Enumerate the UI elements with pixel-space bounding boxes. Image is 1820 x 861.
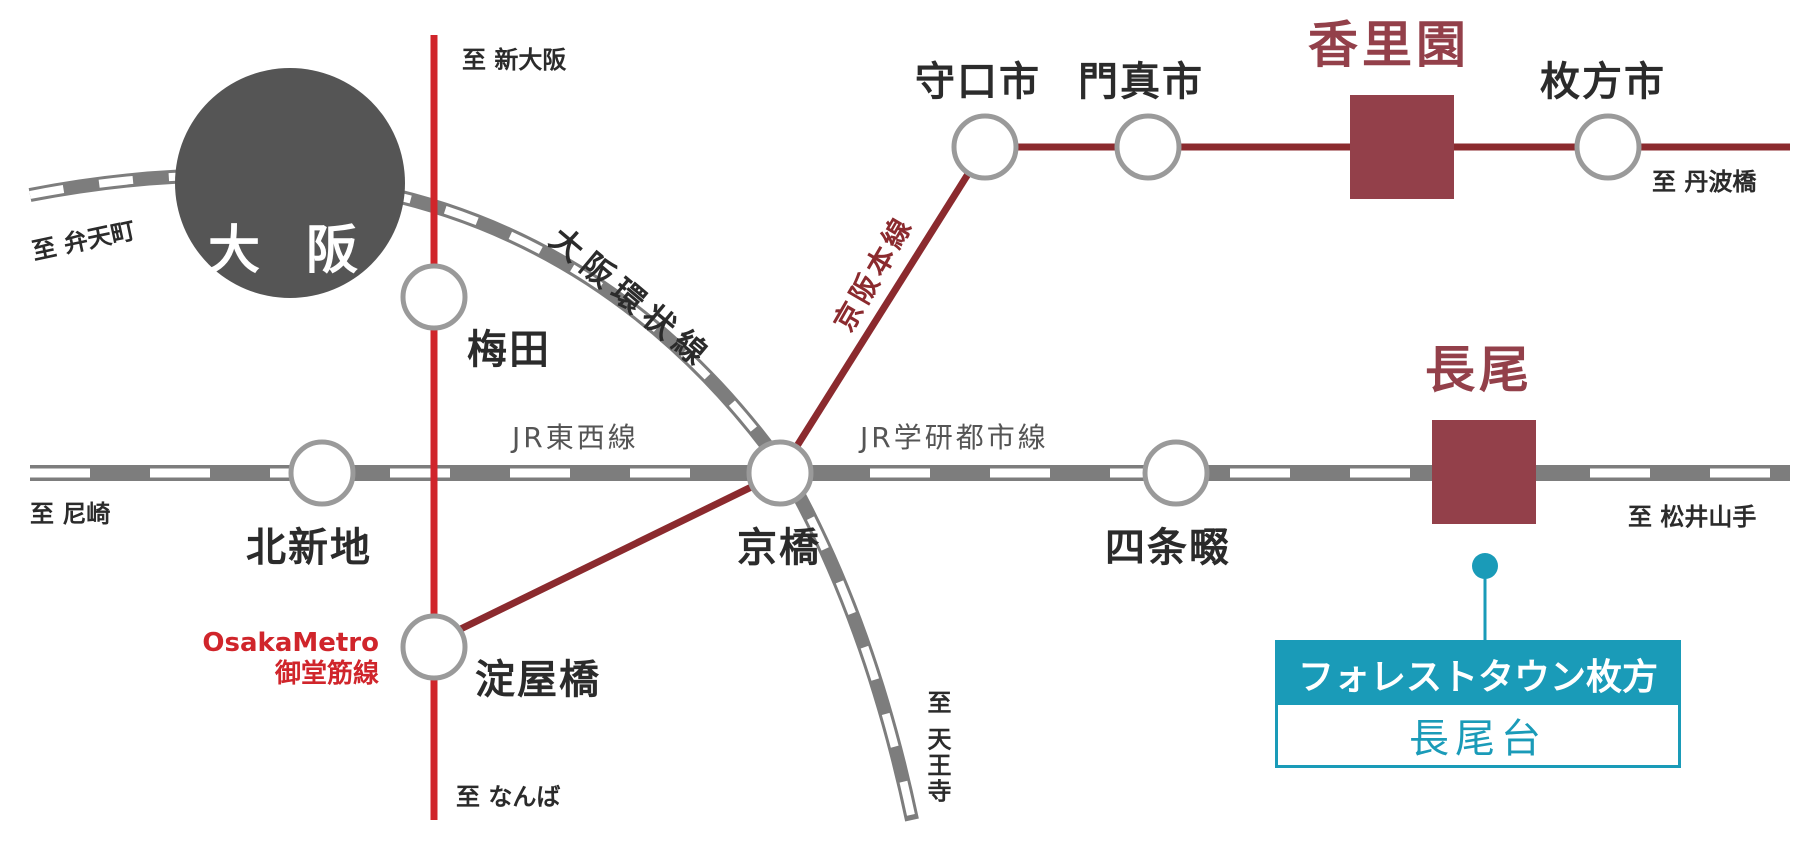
direction-amagasaki: 至 尼崎 xyxy=(30,500,111,528)
station-nagao-label: 長尾 xyxy=(1425,340,1533,399)
station-umeda-marker xyxy=(400,263,468,331)
station-kadoma-label: 門真市 xyxy=(1078,59,1204,105)
direction-namba: 至 なんば xyxy=(456,783,561,811)
station-kyobashi-marker xyxy=(746,439,814,507)
station-shijonawate-label: 四条畷 xyxy=(1105,525,1231,571)
direction-tambabashi: 至 丹波橋 xyxy=(1652,168,1757,196)
station-hirakata-label: 枚方市 xyxy=(1540,59,1666,105)
station-kitashinchi-marker xyxy=(288,439,356,507)
station-kyobashi-label: 京橋 xyxy=(737,525,821,571)
line-jr-tozai-label: JR東西線 xyxy=(512,421,639,454)
station-moriguchi-marker xyxy=(951,113,1019,181)
osaka-hub-circle xyxy=(175,68,405,298)
station-yodoyabashi-marker xyxy=(400,613,468,681)
metro-operator-name: OsakaMetro xyxy=(202,628,379,658)
station-korien-marker xyxy=(1350,95,1454,199)
station-yodoyabashi-label: 淀屋橋 xyxy=(475,657,601,703)
direction-shin-osaka: 至 新大阪 xyxy=(462,46,567,74)
property-box: フォレストタウン枚方 長尾台 xyxy=(1275,640,1681,768)
line-midosuji-label: OsakaMetro 御堂筋線 xyxy=(185,628,379,690)
station-kitashinchi-label: 北新地 xyxy=(246,525,372,571)
station-kadoma-marker xyxy=(1114,113,1182,181)
station-hirakata-marker xyxy=(1574,113,1642,181)
station-umeda-label: 梅田 xyxy=(467,327,551,373)
direction-tennoji: 至 天王寺 xyxy=(923,690,951,805)
station-moriguchi-label: 守口市 xyxy=(915,59,1041,105)
property-pointer-dot xyxy=(1472,553,1498,579)
metro-line-name: 御堂筋線 xyxy=(274,659,379,690)
line-jr-gakken-label: JR学研都市線 xyxy=(860,421,1049,454)
direction-matsuiyamate: 至 松井山手 xyxy=(1628,503,1757,531)
station-korien-label: 香里園 xyxy=(1308,15,1470,74)
station-shijonawate-marker xyxy=(1142,439,1210,507)
osaka-hub-label: 大 阪 xyxy=(207,220,373,281)
property-area: 長尾台 xyxy=(1409,716,1547,762)
station-nagao-marker xyxy=(1432,420,1536,524)
property-name: フォレストタウン枚方 xyxy=(1278,643,1678,705)
